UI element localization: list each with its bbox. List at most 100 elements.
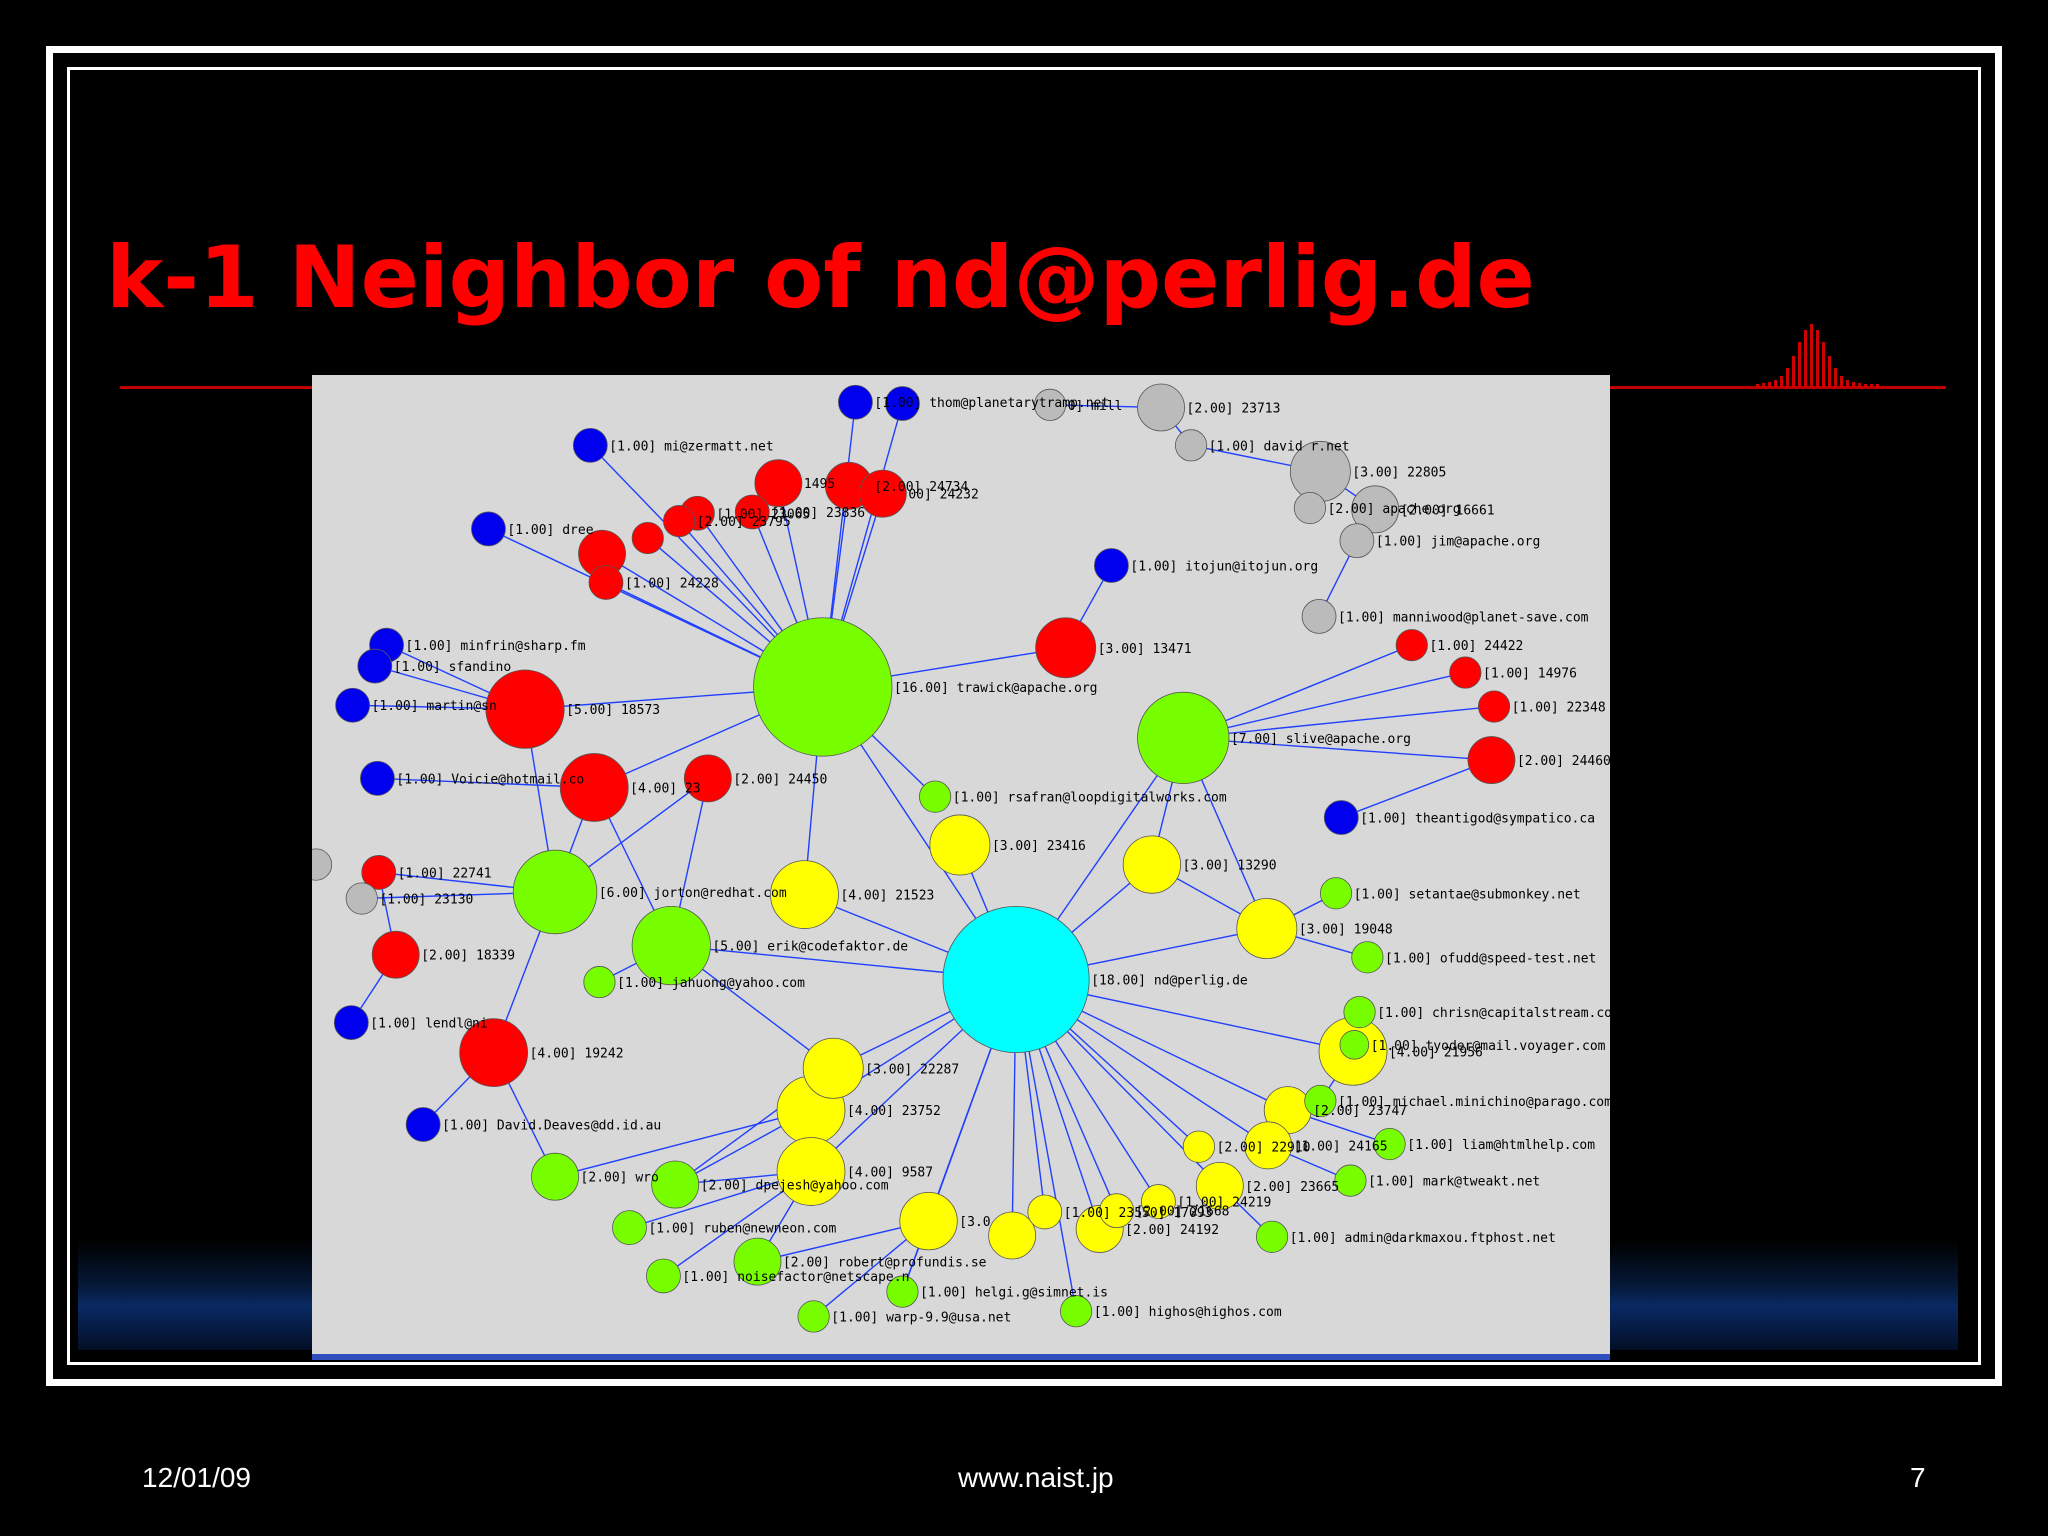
graph-node-ruben [612,1210,647,1246]
graph-node-label: [1.00] chrisn@capitalstream.com [1377,1006,1610,1021]
graph-edge [1183,671,1466,739]
graph-node-n13471 [1035,617,1097,679]
graph-node-label: [4.00] 23752 [847,1104,941,1119]
graph-edge [1183,737,1492,761]
network-graph-panel: [18.00] nd@perlig.de[16.00] trawick@apac… [312,375,1610,1360]
graph-node-label: [1.00] Voicie@hotmail.co [396,772,584,787]
graph-node-n21523 [770,860,839,929]
graph-labels: [18.00] nd@perlig.de[16.00] trawick@apac… [370,396,1610,1325]
graph-node-label: [1.00] lendl@ni [370,1017,487,1032]
graph-node-graylef [312,848,333,881]
graph-node-label: [2.00] 22910 [1217,1141,1311,1156]
graph-node-label: [18.00] nd@perlig.de [1091,974,1248,989]
graph-node-label: [1.00] 22741 [398,866,492,881]
graph-node-n23836 [734,494,770,530]
graph-node-n3x [899,1191,958,1251]
graph-node-label: [1.00] 23836 [771,506,865,521]
graph-node-label: [1.00] 24219 [1177,1196,1271,1211]
graph-node-jorton [512,849,598,935]
graph-node-liam [1373,1127,1406,1161]
graph-node-n23713 [1137,383,1185,432]
slide-inner-frame [67,67,1981,1365]
graph-edge [377,777,595,789]
graph-node-label: [1.00] minfrin@sharp.fm [406,639,586,654]
panel-bottom-bar [312,1354,1610,1360]
graph-node-label: [1.00] highos@highos.com [1094,1305,1282,1320]
graph-node-sfandino [357,648,393,684]
graph-node-label: [1.00] 23130 [379,893,473,908]
graph-node-label: 0] mill [1068,399,1123,414]
graph-node-itojun [1094,548,1129,583]
graph-node-label: [3.00] 23416 [992,839,1086,854]
footer-date: 12/01/09 [142,1462,251,1493]
graph-node-jahuong [583,966,616,999]
graph-node-label: [1.00] martin@sn [372,699,497,714]
graph-node-label: [3.00] 13290 [1183,859,1277,874]
graph-node-mark [1334,1164,1367,1197]
graph-node-n24219 [1141,1184,1176,1219]
graph-node-label: 1495 [804,477,835,492]
graph-node-label: [1.00] helgi.g@simnet.is [920,1286,1108,1301]
graph-node-n23416 [929,814,991,876]
graph-node-chrisn [1343,996,1376,1029]
graph-node-tyoder [1339,1030,1370,1060]
graph-node-n9587 [776,1137,846,1206]
graph-node-label: [2.00] 24734 [874,480,968,495]
graph-node-label: [4.00] 21523 [840,889,934,904]
graph-node-label: [1.00] jahuong@yahoo.com [617,976,805,991]
graph-node-label: [2.00] 21668 [1136,1205,1230,1220]
graph-node-n24450 [683,754,732,803]
graph-node-label: [1.00] 22348 [1512,701,1606,716]
graph-node-apacheorg [1293,491,1326,525]
graph-node-label: [4.00] 19242 [530,1047,624,1062]
graph-node-label: [4.00] 21956 [1389,1045,1483,1060]
graph-node-label: [6.00] jorton@redhat.com [599,886,787,901]
graph-node-highos [1060,1295,1093,1328]
footer-site: www.naist.jp [958,1462,1114,1493]
graph-node-wro [531,1152,579,1201]
graph-edge [1341,759,1492,819]
graph-node-label: [1.00] David.Deaves@dd.id.au [442,1118,661,1133]
graph-node-label: [5.00] 18573 [566,703,660,718]
graph-node-n24228 [588,565,624,600]
graph-node-dpejesh [651,1160,700,1209]
graph-node-robert [733,1237,782,1286]
graph-node-n23665 [1195,1161,1244,1210]
graph-node-trawick [753,617,893,757]
graph-node-label: [3.0 [959,1215,990,1230]
graph-node-label: [1.00] theantigod@sympatico.ca [1360,812,1595,827]
graph-node-label: [1.00] sfandino [394,660,511,675]
graph-node-label: [4.00] 9587 [847,1165,933,1180]
graph-node-label: [1.00] mi@zermatt.net [609,439,773,454]
graph-node-n23_2 [631,522,664,555]
graph-node-n24165 [1244,1121,1293,1170]
graph-node-label: [1.00] ofudd@speed-test.net [1385,951,1596,966]
graph-node-n23130 [345,882,378,915]
graph-node-n24x8 [988,1211,1037,1260]
graph-node-label: [1.00] ruben@newneon.com [648,1222,836,1237]
network-graph: [18.00] nd@perlig.de[16.00] trawick@apac… [312,383,1610,1360]
graph-node-label: [5.00] erik@codefaktor.de [712,940,908,955]
graph-node-warp [797,1300,830,1333]
graph-node-n17093 [1027,1194,1063,1230]
graph-node-label: [1.00] 23550] 17093 [1064,1206,1213,1221]
graph-node-n22741 [361,855,397,890]
graph-node-n18339 [371,930,420,979]
graph-node-minichino [1304,1084,1337,1118]
graph-node-david [1175,429,1208,462]
graph-node-label: [1.00] 23065 [716,507,810,522]
graph-node-n23795 [663,505,696,538]
graph-nodes [312,383,1516,1333]
graph-node-label: [3.00] 22805 [1352,465,1446,480]
graph-node-n22910 [1182,1130,1215,1163]
graph-node-n24460 [1467,736,1516,785]
graph-node-lendl [333,1005,369,1040]
graph-node-label: [1.00] david r.net [1209,439,1350,454]
graph-node-label: [2.00] apache.org [1328,502,1461,517]
graph-node-label: [2.00] 23713 [1187,401,1281,416]
graph-node-theantigod [1323,800,1359,835]
graph-node-label: [3.00] 22287 [865,1062,959,1077]
graph-node-n1495 [754,459,803,508]
graph-node-n19242 [459,1018,529,1087]
graph-node-label: 00] 24232 [908,488,978,503]
